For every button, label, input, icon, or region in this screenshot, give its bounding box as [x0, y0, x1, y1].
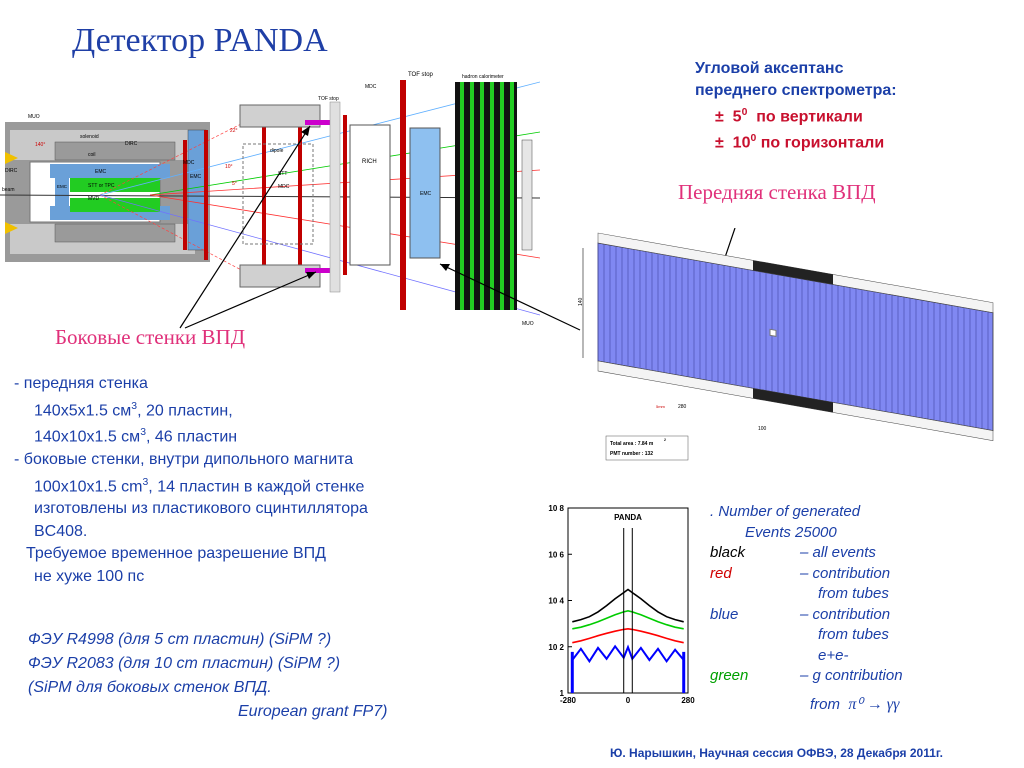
label-coil: coil: [88, 152, 96, 158]
label-tof-stop-far: TOF stop: [408, 72, 434, 78]
y-tick-label: 10 8: [548, 504, 564, 513]
acceptance-line2: переднего спектрометра:: [695, 82, 897, 99]
footer-credit: Ю. Нарышкин, Научная сессия ОФВЭ, 28 Дек…: [610, 746, 944, 760]
label-stt: STT or TPC: [88, 183, 115, 189]
y-tick-label: 1: [560, 689, 565, 698]
label-mdc3: MDC: [278, 184, 290, 190]
x-tick-label: -280: [560, 696, 577, 705]
front-wall-label: Передняя стенка ВПД: [678, 180, 876, 204]
x-tick-label: 280: [681, 696, 695, 705]
label-deg10: 10°: [225, 164, 233, 170]
wall-note: 5mm: [656, 404, 666, 409]
rich-detector: [349, 124, 391, 266]
label-mvd: MVD: [88, 196, 100, 202]
label-dirc1: DIRC: [125, 141, 138, 147]
emc-barrel: [50, 164, 170, 178]
series-line: [572, 609, 684, 630]
label-emc-right: EMC: [420, 191, 432, 197]
label-deg5: 5°: [232, 181, 237, 187]
acceptance-block: Угловой аксептанс переднего спектрометра…: [695, 58, 897, 155]
label-stt2: STT: [278, 171, 287, 177]
label-beam: beam: [2, 187, 15, 193]
tof-stop-bottom: [305, 268, 330, 273]
label-solenoid: solenoid: [80, 134, 99, 140]
label-dirc2: DIRC: [5, 168, 18, 174]
chart-legend: . Number of generated Events 25000 black…: [710, 503, 903, 713]
wall-info-box: [605, 435, 689, 461]
pmt-block: ФЭУ R4998 (для 5 cm пластин) (SiPM ?) ФЭ…: [28, 631, 388, 720]
chart-title: PANDA: [614, 513, 642, 522]
series-line: [572, 588, 684, 623]
label-emc-side: EMC: [190, 174, 202, 180]
dim-height: 140: [578, 297, 584, 306]
total-area-sup: 2: [664, 438, 666, 442]
dipole-magnet: [239, 104, 321, 128]
y-tick-label: 10 4: [548, 597, 564, 606]
label-muo-left: MUO: [28, 114, 40, 120]
pmt-number: PMT number : 132: [610, 451, 653, 457]
specs-block: - передняя стенка 140x5x1.5 см3, 20 плас…: [14, 375, 368, 585]
label-muo-right: MUO: [522, 321, 534, 327]
series-line: [571, 644, 685, 664]
mdc-plane: [183, 140, 187, 250]
label-emc1: EMC: [95, 169, 107, 175]
label-mdc1: MDC: [365, 84, 377, 90]
tof-stop-top: [305, 120, 330, 125]
label-mdc2: MDC: [183, 160, 195, 166]
acceptance-horizontal: ± 100 по горизонтали: [715, 133, 885, 152]
slide-title: Детектор PANDA: [72, 22, 328, 59]
label-dipole: dipole: [270, 148, 284, 154]
y-tick-label: 10 6: [548, 550, 564, 559]
front-wall-diagram: 140 280 100 5mm Total area : 7.84 m 2 PM…: [578, 228, 994, 461]
label-rich: RICH: [362, 159, 377, 165]
label-emc2: EMC: [57, 184, 68, 189]
dim-length: 100: [758, 426, 767, 432]
acceptance-vertical: ± 50 по вертикали: [715, 107, 863, 126]
forward-emc: [409, 127, 441, 259]
label-tof-stop-top: TOF stop: [318, 96, 339, 102]
dim-width: 280: [678, 404, 687, 410]
acceptance-line1: Угловой аксептанс: [695, 60, 844, 77]
chart-frame: [567, 507, 689, 694]
stt-tracker: [70, 178, 160, 192]
x-tick-label: 0: [626, 696, 631, 705]
hadron-calorimeter: [455, 82, 517, 310]
label-hadron-cal: hadron calorimeter: [462, 74, 504, 80]
panda-detector-diagram: TOF stop hadron calorimeter TOF stop MUO…: [0, 72, 540, 327]
tof-wall-front: [400, 80, 406, 310]
label-arrows: [179, 125, 581, 331]
label-deg22: 22°: [230, 128, 238, 134]
panda-histogram: PANDA 1 10 2 10 4 10 6 10 8 -280 0 280: [548, 504, 695, 705]
label-deg140: 140°: [35, 142, 45, 148]
y-tick-label: 10 2: [548, 643, 564, 652]
side-walls-label: Боковые стенки ВПД: [55, 325, 246, 349]
dirc-marker: [5, 152, 18, 164]
series-line: [572, 627, 684, 644]
total-area: Total area : 7.84 m: [610, 441, 654, 447]
